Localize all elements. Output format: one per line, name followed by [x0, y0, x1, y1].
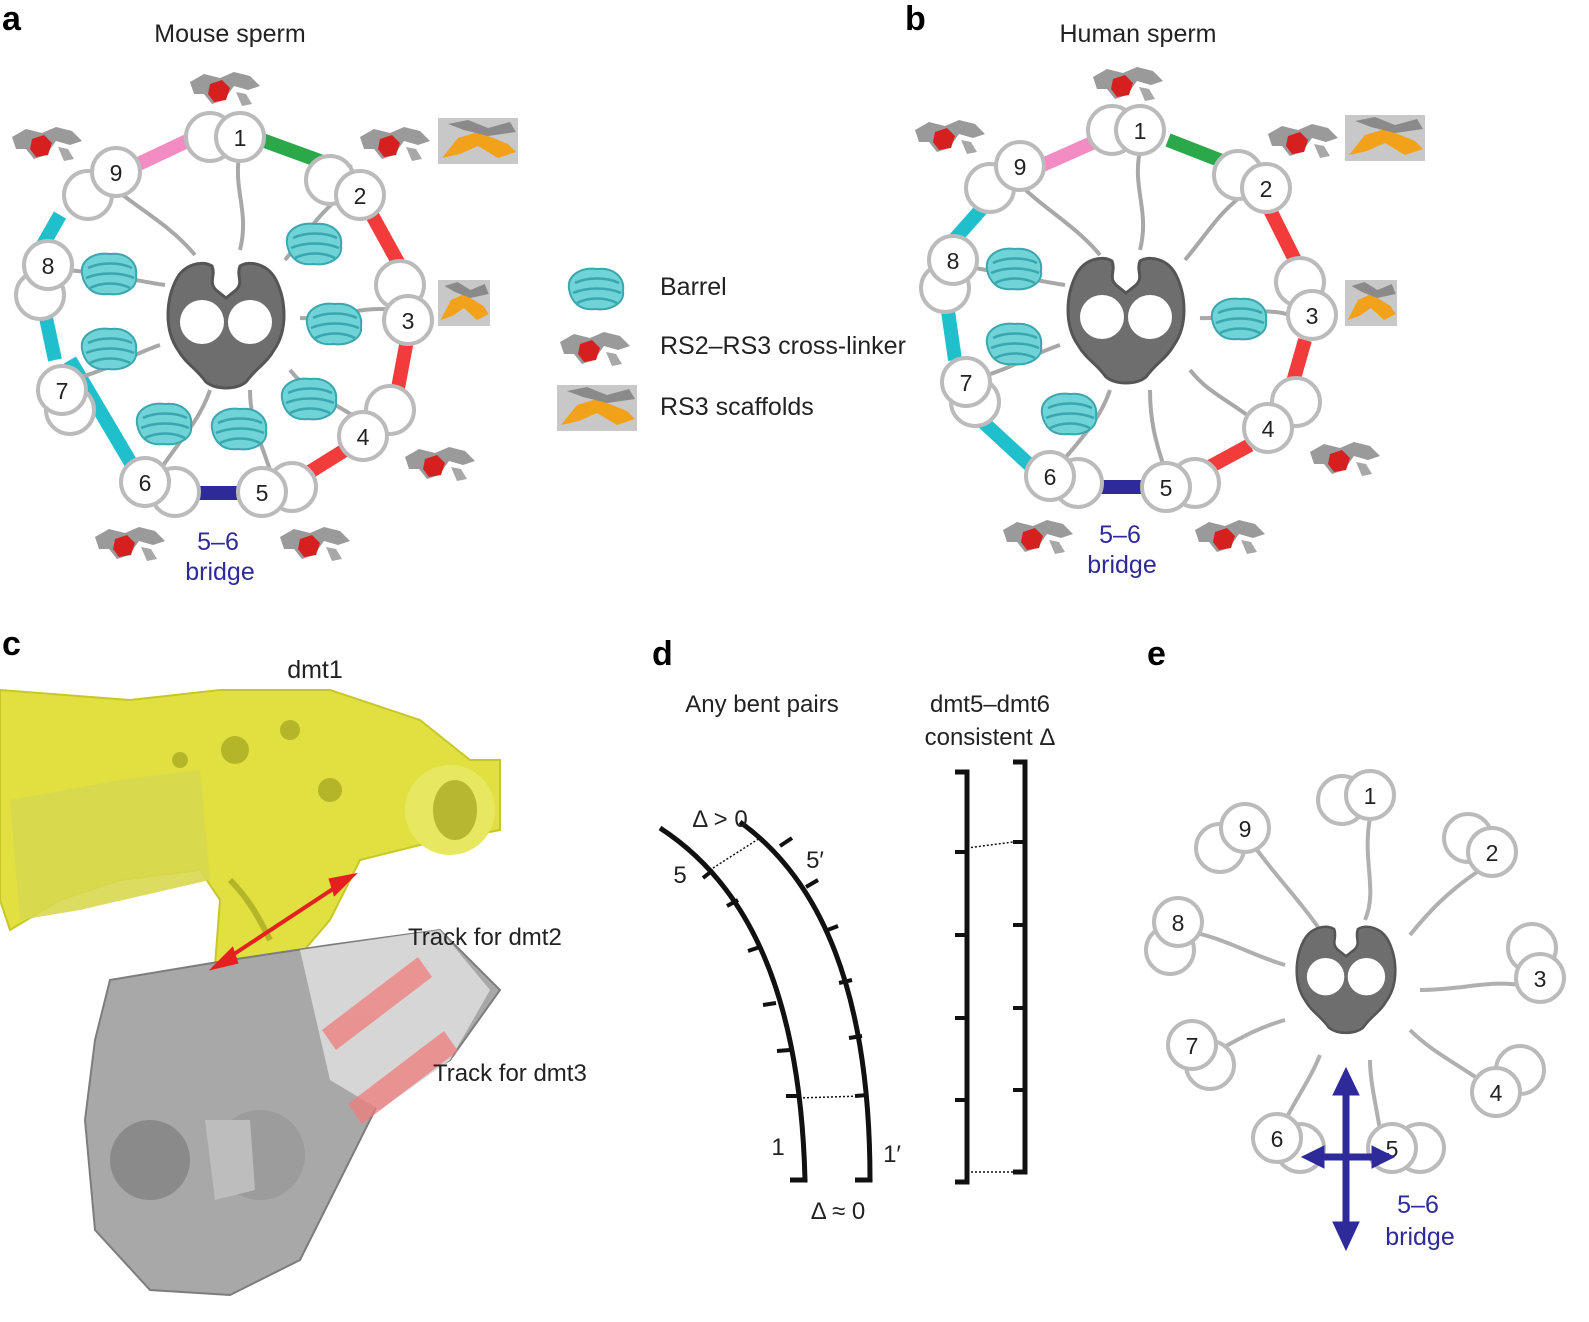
doublet-number: 4 [1262, 416, 1275, 442]
doublet-number: 9 [110, 160, 123, 186]
doublet-number: 3 [1306, 303, 1319, 329]
bridge-label-line1: 5–6 [197, 528, 239, 556]
bridge-label-line2: bridge [185, 558, 255, 586]
doublet-number: 6 [1044, 464, 1057, 490]
doublet-number: 2 [1260, 176, 1273, 202]
legend: Barrel RS2–RS3 cross-linker RS3 scaffold… [557, 267, 906, 431]
doublet-number: 9 [1239, 816, 1252, 842]
legend-barrel-label: Barrel [660, 273, 727, 301]
doublet-number: 5 [256, 480, 269, 506]
track-bands [322, 957, 458, 1124]
panel-e-letter: e [1147, 635, 1166, 673]
bridge-label-line2: bridge [1385, 1223, 1455, 1251]
label-1-prime: 1′ [883, 1141, 901, 1168]
track-dmt3-label: Track for dmt3 [433, 1060, 587, 1087]
central-pair-core [166, 261, 286, 390]
doublet-number: 3 [402, 308, 415, 334]
straight-doublet-pair [955, 759, 1028, 1185]
panel-a: a Mouse sperm [2, 0, 518, 586]
doublet-number: 8 [42, 253, 55, 279]
doublet-number: 8 [947, 248, 960, 274]
scaffold-thumbnails [1345, 115, 1425, 326]
yellow-density-map [0, 688, 501, 977]
doublet-number: 6 [1271, 1126, 1284, 1152]
doublet-numbers: 1 2 3 4 5 6 7 8 9 [42, 125, 415, 506]
panel-d-title-right-line1: dmt5–dmt6 [930, 691, 1050, 718]
label-5-prime: 5′ [806, 847, 824, 874]
track-dmt2-label: Track for dmt2 [408, 924, 562, 951]
doublet-number: 7 [960, 370, 973, 396]
doublet-number: 4 [1490, 1080, 1503, 1106]
legend-barrel-icon [567, 267, 625, 311]
panel-b: b Human sperm [905, 0, 1425, 579]
panel-d-letter: d [652, 635, 673, 673]
doublet-number: 3 [1534, 966, 1547, 992]
red-double-arrow [208, 872, 359, 971]
panel-a-title: Mouse sperm [154, 20, 305, 48]
delta-greater-label: Δ > 0 [692, 806, 747, 833]
legend-crosslinker-icon [560, 332, 630, 366]
dotted-connectors [966, 841, 1014, 1173]
doublets [14, 111, 434, 518]
bent-doublet-pair [658, 819, 873, 1183]
doublet-number: 5 [1160, 475, 1173, 501]
bridge-label-line2: bridge [1087, 551, 1157, 579]
scaffold-thumbnails [438, 118, 518, 326]
legend-scaffold-label: RS3 scaffolds [660, 393, 814, 421]
legend-crosslinker-label: RS2–RS3 cross-linker [660, 332, 906, 360]
doublet-number: 1 [1134, 118, 1147, 144]
panel-e: e 1 2 3 4 5 [1144, 635, 1566, 1252]
grey-density-map [83, 928, 502, 1297]
bridge-label-line1: 5–6 [1099, 521, 1141, 549]
doublet-number: 1 [234, 125, 247, 151]
bridge-force-arrows [1300, 1066, 1396, 1252]
doublet-number: 6 [139, 470, 152, 496]
panel-b-letter: b [905, 0, 926, 38]
doublet-number: 9 [1014, 154, 1027, 180]
panel-b-title: Human sperm [1060, 20, 1217, 48]
doublet-number: 1 [1364, 783, 1377, 809]
bridge-label-line1: 5–6 [1397, 1191, 1439, 1219]
doublet-number: 2 [1486, 840, 1499, 866]
panel-c: c dmt1 [0, 625, 587, 1297]
panel-d: d Any bent pairs dmt5–dmt6 consistent Δ [652, 635, 1055, 1225]
label-5: 5 [673, 862, 686, 889]
delta-approx-label: Δ ≈ 0 [811, 1198, 866, 1225]
label-1: 1 [771, 1134, 784, 1161]
panel-d-title-right-line2: consistent Δ [925, 724, 1056, 751]
panel-c-title: dmt1 [287, 656, 343, 684]
doublet-number: 4 [357, 424, 370, 450]
central-pair-core [1295, 925, 1397, 1035]
doublet-numbers: 1 2 3 4 5 6 7 8 9 [1172, 783, 1547, 1162]
doublet-numbers: 1 2 3 4 5 6 7 8 9 [947, 118, 1319, 501]
central-pair-core [1066, 256, 1186, 385]
legend-scaffold-icon [557, 385, 637, 431]
doublet-number: 8 [1172, 910, 1185, 936]
panel-a-letter: a [2, 0, 22, 38]
doublet-number: 7 [56, 378, 69, 404]
doublet-number: 7 [1186, 1033, 1199, 1059]
panel-d-title-left: Any bent pairs [685, 691, 838, 718]
doublets [919, 104, 1338, 513]
doublet-number: 2 [354, 183, 367, 209]
panel-c-letter: c [2, 625, 21, 663]
doublets [1144, 769, 1566, 1174]
tick-marks [701, 836, 869, 1098]
tick-marks [955, 840, 1025, 1102]
dotted-connectors [712, 837, 863, 1099]
